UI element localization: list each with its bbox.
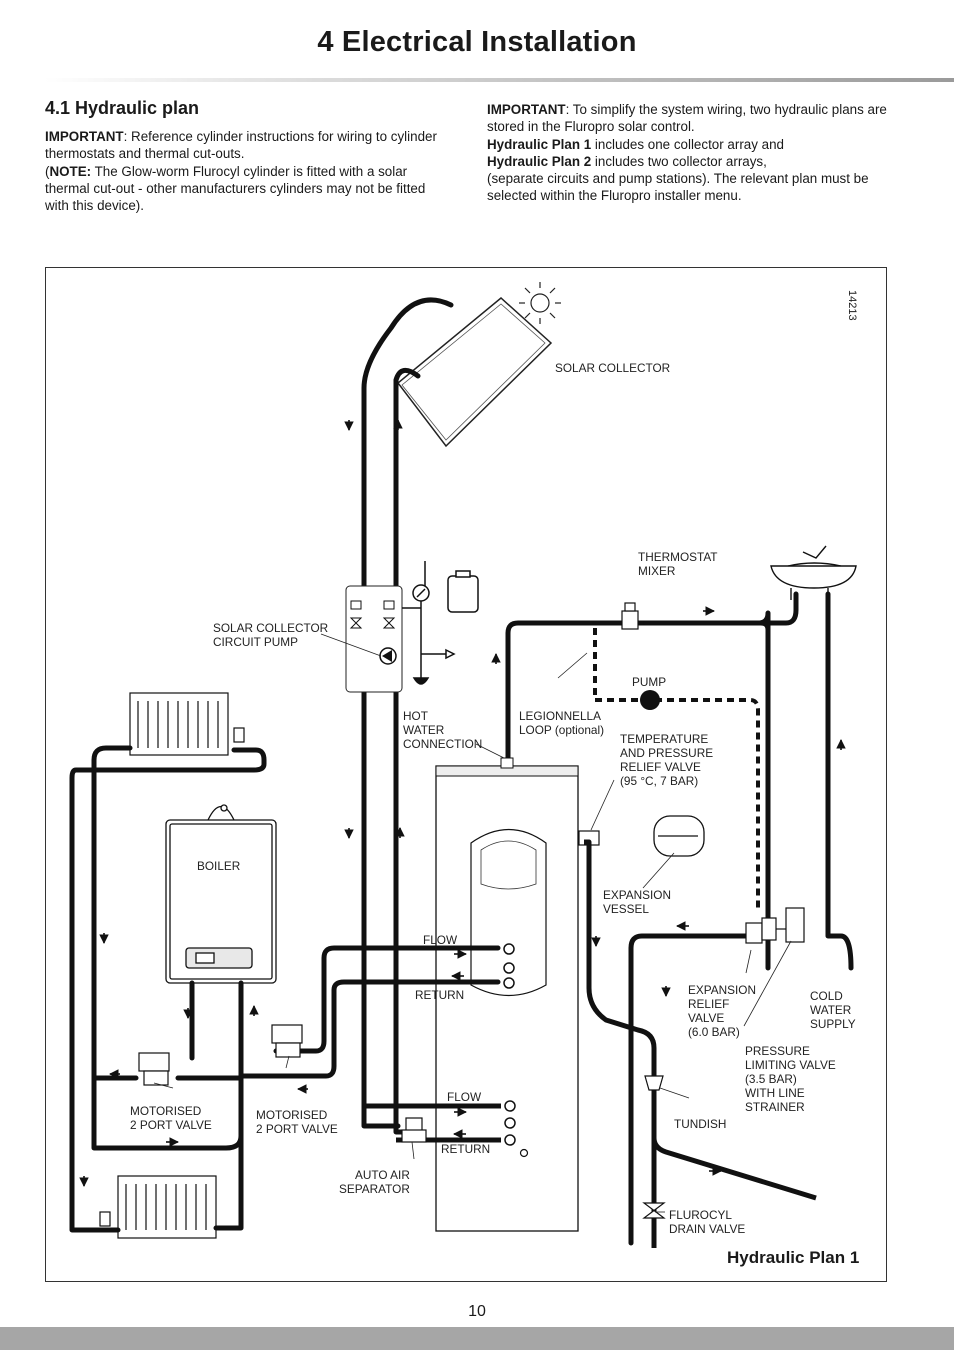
right-column-text: IMPORTANT: To simplify the system wiring… <box>487 101 897 205</box>
leader-lines <box>153 633 792 1213</box>
note-label: NOTE: <box>49 163 92 179</box>
label-tundish: TUNDISH <box>674 1117 727 1131</box>
diagram-caption: Hydraulic Plan 1 <box>727 1248 860 1267</box>
pump-symbol <box>640 690 660 710</box>
flow-arrows <box>79 419 846 1187</box>
important-paragraph: IMPORTANT: Reference cylinder instructio… <box>45 128 445 163</box>
auto-air-separator <box>401 1117 427 1143</box>
important-text: : Reference cylinder instructions for wi… <box>45 129 437 162</box>
plan1-description: Hydraulic Plan 1 includes one collector … <box>487 136 897 153</box>
hot-water-pipes <box>505 591 799 971</box>
plan2-text: includes two collector arrays, <box>591 153 767 169</box>
solar-pump-station <box>345 585 403 693</box>
label-return-lower: RETURN <box>441 1142 491 1156</box>
hydraulic-schematic <box>69 282 857 1248</box>
drawing-number: 14213 <box>846 290 858 321</box>
plan2-label: Hydraulic Plan 2 <box>487 153 592 169</box>
label-solar-collector: SOLAR COLLECTOR <box>555 361 671 375</box>
important-label-right: IMPORTANT <box>487 102 566 117</box>
footer-band <box>0 1327 954 1350</box>
solar-expansion-gauge <box>402 561 479 685</box>
tundish-drain <box>584 839 817 1248</box>
sink <box>770 545 857 618</box>
hot-water-cylinder <box>435 757 579 1232</box>
important-label: IMPORTANT <box>45 129 124 144</box>
radiator-lower <box>99 1175 217 1239</box>
heating-pipes <box>69 745 501 1233</box>
page-title: 4 Electrical Installation <box>317 26 637 58</box>
page-number: 10 <box>468 1303 486 1320</box>
inlet-control-group <box>745 907 805 944</box>
label-return-upper: RETURN <box>415 988 465 1002</box>
boiler <box>165 804 277 984</box>
expansion-vessel <box>653 815 705 857</box>
sun-icon <box>519 282 561 324</box>
label-flow-upper: FLOW <box>423 933 458 947</box>
note-text: The Glow-worm Flurocyl cylinder is fitte… <box>45 163 426 214</box>
radiator-upper <box>129 692 245 756</box>
plan2-description: Hydraulic Plan 2 includes two collector … <box>487 153 897 170</box>
motorised-valves <box>138 1024 303 1086</box>
left-column-text: IMPORTANT: Reference cylinder instructio… <box>45 128 445 214</box>
plan1-label: Hydraulic Plan 1 <box>487 136 592 152</box>
thermostat-mixer-valve <box>621 602 639 630</box>
note-open: ( <box>45 163 50 179</box>
plan-selection-note: (separate circuits and pump stations). T… <box>487 171 869 204</box>
legionnella-loop <box>593 628 760 908</box>
solar-collector-panel <box>396 297 553 448</box>
section-heading: 4.1 Hydraulic plan <box>45 98 200 118</box>
cold-water-pipes <box>628 591 854 1246</box>
label-boiler: BOILER <box>197 859 241 873</box>
label-pump: PUMP <box>632 675 667 689</box>
tundish-valve <box>642 1075 666 1219</box>
plan1-text: includes one collector array and <box>591 136 784 152</box>
title-rule <box>44 78 954 82</box>
important-text-right: : To simplify the system wiring, two hyd… <box>487 102 887 135</box>
important-paragraph-right: IMPORTANT: To simplify the system wiring… <box>487 101 897 136</box>
solar-loop-pipes <box>361 297 454 1135</box>
note-paragraph: (NOTE: The Glow-worm Flurocyl cylinder i… <box>45 163 445 215</box>
label-flow-lower: FLOW <box>447 1090 482 1104</box>
